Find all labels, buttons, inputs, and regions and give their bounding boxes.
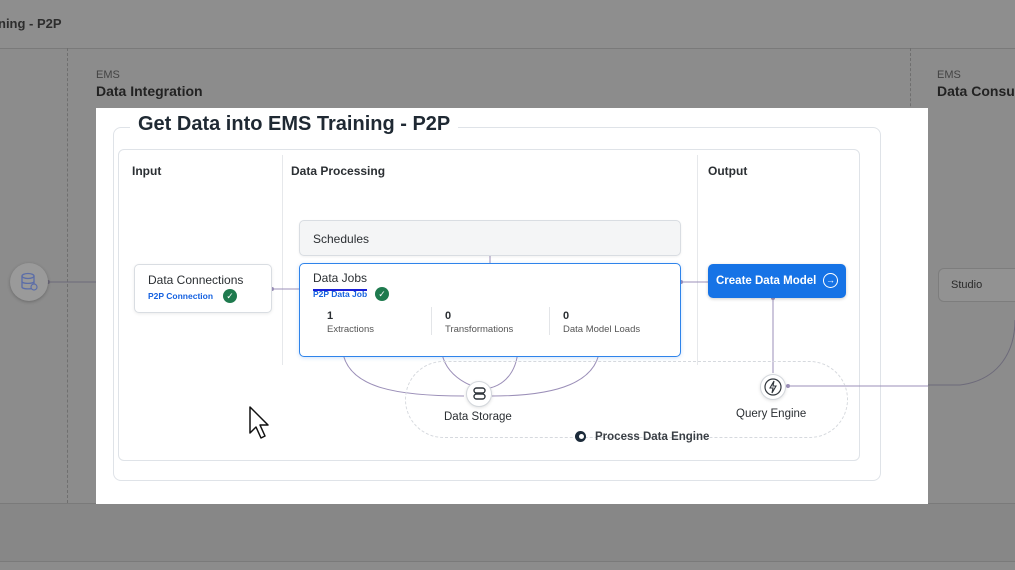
section-kicker: EMS <box>937 69 961 81</box>
data-jobs-node[interactable]: Data Jobs P2P Data Job ✓ <box>299 263 681 357</box>
lightning-icon <box>764 378 782 396</box>
data-connections-label: Data Connections <box>148 273 244 287</box>
breadcrumb: ning - P2P <box>0 16 62 31</box>
column-header-data-processing: Data Processing <box>291 164 386 178</box>
section-divider <box>67 48 68 503</box>
pipeline-card <box>113 127 881 481</box>
section-kicker: EMS <box>96 69 120 81</box>
page-title: Get Data into EMS Training - P2P <box>130 113 459 136</box>
top-bar: ning - P2P <box>0 0 1015 49</box>
spotlight-panel: Get Data into EMS Training - P2P Input D… <box>96 108 928 504</box>
mouse-cursor-icon <box>249 406 269 439</box>
process-data-engine-label: Process Data Engine <box>595 431 710 443</box>
data-connections-node[interactable]: Data Connections P2P Connection ✓ <box>134 264 272 313</box>
data-storage-button[interactable] <box>466 381 492 407</box>
create-data-model-button[interactable]: Create Data Model → <box>708 264 846 298</box>
section-title-data-integration: Data Integration <box>96 83 203 99</box>
bottom-bar <box>0 503 1015 562</box>
column-divider <box>282 155 283 365</box>
metric-extractions-label: Extractions <box>327 324 374 335</box>
column-divider <box>697 155 698 365</box>
data-source-button[interactable] <box>10 263 48 301</box>
query-engine-label: Query Engine <box>736 408 807 420</box>
database-icon <box>473 387 486 400</box>
metric-divider <box>549 307 550 335</box>
pipeline-diagram <box>118 149 860 461</box>
section-title-data-consumption: Data Consu <box>937 83 1015 99</box>
metric-data-model-loads-label: Data Model Loads <box>563 324 641 335</box>
database-icon <box>21 272 38 291</box>
schedules-label: Schedules <box>313 232 370 246</box>
check-circle-icon: ✓ <box>223 289 237 303</box>
check-circle-icon: ✓ <box>375 287 389 301</box>
metric-extractions-value: 1 <box>327 310 334 322</box>
process-data-engine-icon <box>575 431 586 442</box>
column-header-input: Input <box>132 164 162 178</box>
metric-transformations-value: 0 <box>445 310 452 322</box>
p2p-connection-link[interactable]: P2P Connection <box>148 291 214 301</box>
create-data-model-label: Create Data Model <box>716 275 817 287</box>
metric-data-model-loads-value: 0 <box>563 310 570 322</box>
metric-divider <box>431 307 432 335</box>
data-storage-label: Data Storage <box>444 411 512 423</box>
column-header-output: Output <box>708 164 748 178</box>
studio-node[interactable]: Studio <box>938 268 1015 302</box>
schedules-node[interactable]: Schedules <box>299 220 681 256</box>
studio-label: Studio <box>951 279 983 291</box>
arrow-right-circle-icon: → <box>823 273 838 288</box>
metric-transformations-label: Transformations <box>445 324 514 335</box>
query-engine-button[interactable] <box>760 374 786 400</box>
data-jobs-label: Data Jobs <box>313 271 368 285</box>
p2p-data-job-link[interactable]: P2P Data Job <box>313 289 368 299</box>
process-data-engine-zone <box>405 361 848 438</box>
